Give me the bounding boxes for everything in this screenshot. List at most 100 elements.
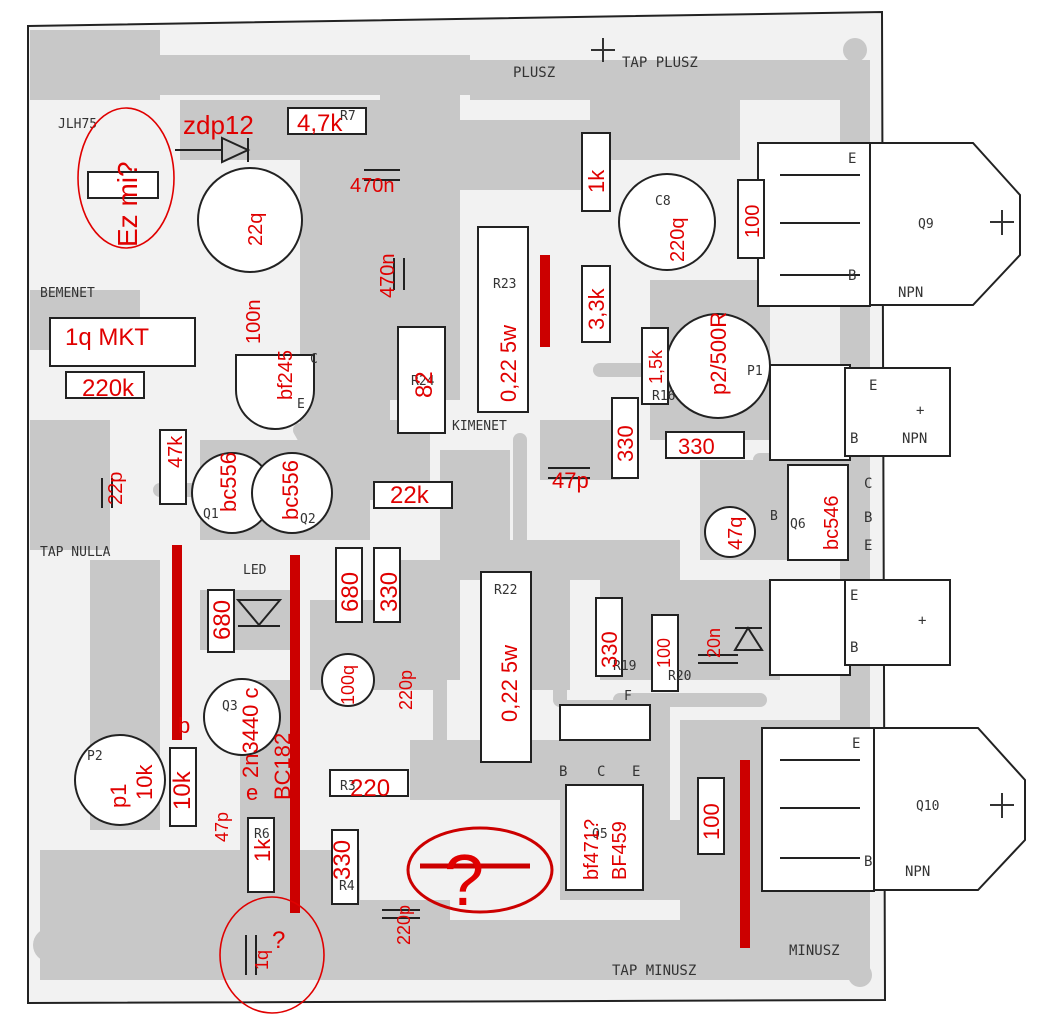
ref-r7: R7 bbox=[340, 109, 356, 124]
note-p1: p1 bbox=[106, 784, 131, 808]
ref-p1: P1 bbox=[747, 364, 763, 379]
note-0-22-b: 0,22 5w bbox=[497, 645, 522, 722]
note-220p: 220p bbox=[396, 670, 416, 710]
note-47p-b: 47p bbox=[552, 468, 589, 493]
note-zdp12: zdp12 bbox=[183, 110, 254, 140]
npn-q10: NPN bbox=[905, 864, 930, 880]
ref-q3: Q3 bbox=[222, 699, 238, 714]
ref-r6: R6 bbox=[254, 827, 270, 842]
pin-e-q10: E bbox=[852, 736, 860, 752]
ref-r4: R4 bbox=[339, 879, 355, 894]
note-10k-a: 10k bbox=[132, 764, 157, 800]
silkscreen-text: PLUSZ TAP PLUSZ MINUSZ TAP MINUSZ BEMENE… bbox=[40, 55, 939, 979]
pin-e-mid: E bbox=[869, 378, 877, 394]
ref-r16: R16 bbox=[652, 389, 675, 404]
ref-p2: P2 bbox=[87, 749, 103, 764]
note-22p: 22p bbox=[105, 472, 127, 505]
note-10k-b: 10k bbox=[169, 770, 196, 810]
ref-q1: Q1 bbox=[203, 507, 219, 522]
npn-mid: NPN bbox=[902, 431, 927, 447]
label-tap-plusz: TAP PLUSZ bbox=[622, 55, 698, 71]
ref-c: C bbox=[310, 352, 318, 367]
note-220: 220 bbox=[350, 775, 390, 802]
note-47q: 47q bbox=[725, 517, 747, 550]
plus-mid: + bbox=[916, 403, 924, 419]
note-1-5k: 1,5k bbox=[646, 349, 666, 384]
note-2n3440: 2n3440 c bbox=[238, 687, 263, 778]
note-680-a: 680 bbox=[209, 600, 236, 640]
note-22q: 22q bbox=[245, 213, 267, 246]
note-47p: 47p bbox=[212, 812, 232, 842]
note-0-22-a: 0,22 5w bbox=[496, 325, 521, 402]
ref-e: E bbox=[297, 397, 305, 412]
note-bf245: bf245 bbox=[275, 350, 297, 400]
ref-q10: Q10 bbox=[916, 799, 939, 814]
ref-q9: Q9 bbox=[918, 217, 934, 232]
note-330-b: 330 bbox=[329, 840, 356, 880]
note-1k-a: 1k bbox=[250, 838, 275, 862]
label-minusz: MINUSZ bbox=[789, 943, 840, 959]
pin-b-q10: B bbox=[864, 854, 872, 870]
label-bemenet: BEMENET bbox=[40, 286, 95, 301]
note-47k: 47k bbox=[165, 435, 187, 468]
note-680-b: 680 bbox=[337, 572, 364, 612]
ref-r20: R20 bbox=[668, 669, 691, 684]
note-330-e: 330 bbox=[597, 631, 622, 668]
mounting-holes bbox=[33, 38, 872, 987]
note-220k: 220k bbox=[82, 375, 135, 402]
label-kimenet: KIMENET bbox=[452, 419, 507, 434]
note-22k: 22k bbox=[390, 482, 430, 509]
note-bc182: BC182 bbox=[270, 733, 295, 800]
label-tap-minusz: TAP MINUSZ bbox=[612, 963, 696, 979]
label-tap-nulla: TAP NULLA bbox=[40, 545, 111, 560]
note-100-a: 100 bbox=[742, 205, 764, 238]
label-jlh: JLH75 bbox=[58, 117, 97, 132]
pin-b-low: B bbox=[850, 640, 858, 656]
ref-r22: R22 bbox=[494, 583, 517, 598]
note-220q: 220q bbox=[667, 218, 689, 263]
ref-r23: R23 bbox=[493, 277, 516, 292]
note-question-big: ? bbox=[444, 841, 484, 921]
pin-labels: E B NPN E B NPN + C B E E B + E B NPN B … bbox=[559, 151, 930, 880]
ref-f: F bbox=[624, 689, 632, 704]
pin-e-q9: E bbox=[848, 151, 856, 167]
ref-r24: R24 bbox=[411, 374, 435, 389]
note-470n-b: 470n bbox=[377, 254, 399, 299]
ref-r19: R19 bbox=[613, 659, 636, 674]
pin-b-q6: B bbox=[864, 510, 872, 526]
plus-low: + bbox=[918, 613, 926, 629]
note-bc546: bc546 bbox=[821, 496, 843, 551]
label-led: LED bbox=[243, 563, 267, 578]
note-1q-mkt: 1q MKT bbox=[65, 324, 149, 351]
note-1k-b: 1k bbox=[584, 169, 609, 193]
note-3-3k: 3,3k bbox=[584, 287, 609, 330]
note-100-c: 100 bbox=[699, 803, 724, 840]
ref-q2: Q2 bbox=[300, 512, 316, 527]
note-100n: 100n bbox=[243, 300, 265, 345]
note-4-7k: 4,7k bbox=[297, 110, 343, 137]
note-1q: 1q bbox=[252, 950, 272, 970]
note-ez-mi: Ez mi? bbox=[112, 161, 143, 247]
note-b: b bbox=[178, 713, 190, 738]
red-marker-bars bbox=[172, 255, 750, 948]
note-e: e bbox=[246, 780, 258, 805]
note-p2-500r: p2/500R bbox=[706, 312, 731, 395]
note-470n-a: 470n bbox=[350, 175, 395, 197]
pin-e-q5: E bbox=[632, 764, 640, 780]
note-330-c: 330 bbox=[613, 425, 638, 462]
red-annotation-shapes bbox=[77, 107, 554, 1014]
ref-r3: R3 bbox=[340, 779, 356, 794]
note-bc556-a: bc556 bbox=[216, 452, 241, 512]
silk-crosses bbox=[591, 38, 1014, 818]
note-100q: 100q bbox=[338, 665, 358, 705]
silkscreen-components bbox=[49, 107, 1026, 975]
note-330-a: 330 bbox=[376, 572, 403, 612]
red-annotations: Ez mi? zdp12 4,7k 470n 470n 22q 100n 1q … bbox=[65, 110, 843, 970]
note-bf459: BF459 bbox=[609, 821, 631, 880]
pin-b-q9: B bbox=[848, 268, 856, 284]
note-question-small: ? bbox=[272, 927, 285, 954]
note-100-b: 100 bbox=[654, 638, 674, 668]
note-220p-b: 220p bbox=[394, 905, 414, 945]
npn-q9: NPN bbox=[898, 285, 923, 301]
